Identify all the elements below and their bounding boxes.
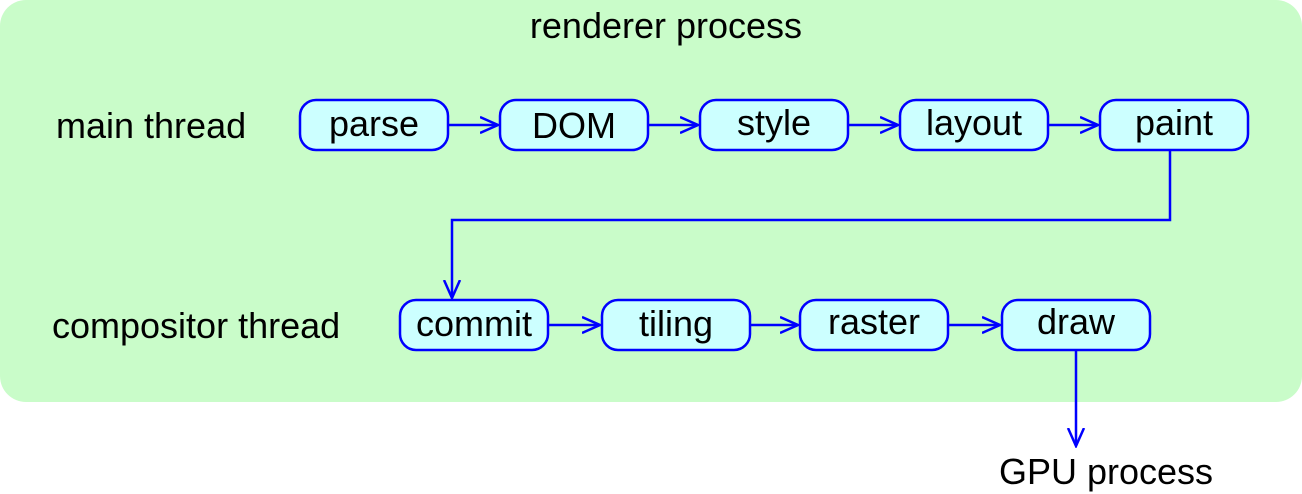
main-thread-label: main thread: [56, 105, 246, 146]
node-paint-label: paint: [1135, 102, 1213, 143]
gpu-process-label: GPU process: [999, 451, 1213, 492]
node-layout: layout: [898, 98, 1050, 152]
node-style-label: style: [737, 102, 811, 143]
arrow-paint-to-commit: [452, 150, 1172, 298]
node-draw: draw: [1000, 298, 1152, 352]
compositor-thread-label: compositor thread: [52, 305, 340, 346]
node-paint: paint: [1098, 98, 1250, 152]
node-commit: commit: [398, 298, 550, 352]
node-parse-label: parse: [329, 103, 419, 144]
node-layout-label: layout: [926, 102, 1022, 143]
node-raster: raster: [798, 298, 950, 352]
node-tiling-label: tiling: [639, 303, 713, 344]
node-commit-label: commit: [416, 303, 532, 344]
node-draw-label: draw: [1037, 301, 1116, 342]
node-tiling: tiling: [600, 298, 752, 352]
node-dom-label: DOM: [532, 105, 616, 146]
node-dom: DOM: [498, 98, 650, 152]
node-style: style: [698, 98, 850, 152]
node-parse: parse: [298, 98, 450, 152]
node-raster-label: raster: [828, 301, 920, 342]
region-title: renderer process: [530, 5, 802, 46]
